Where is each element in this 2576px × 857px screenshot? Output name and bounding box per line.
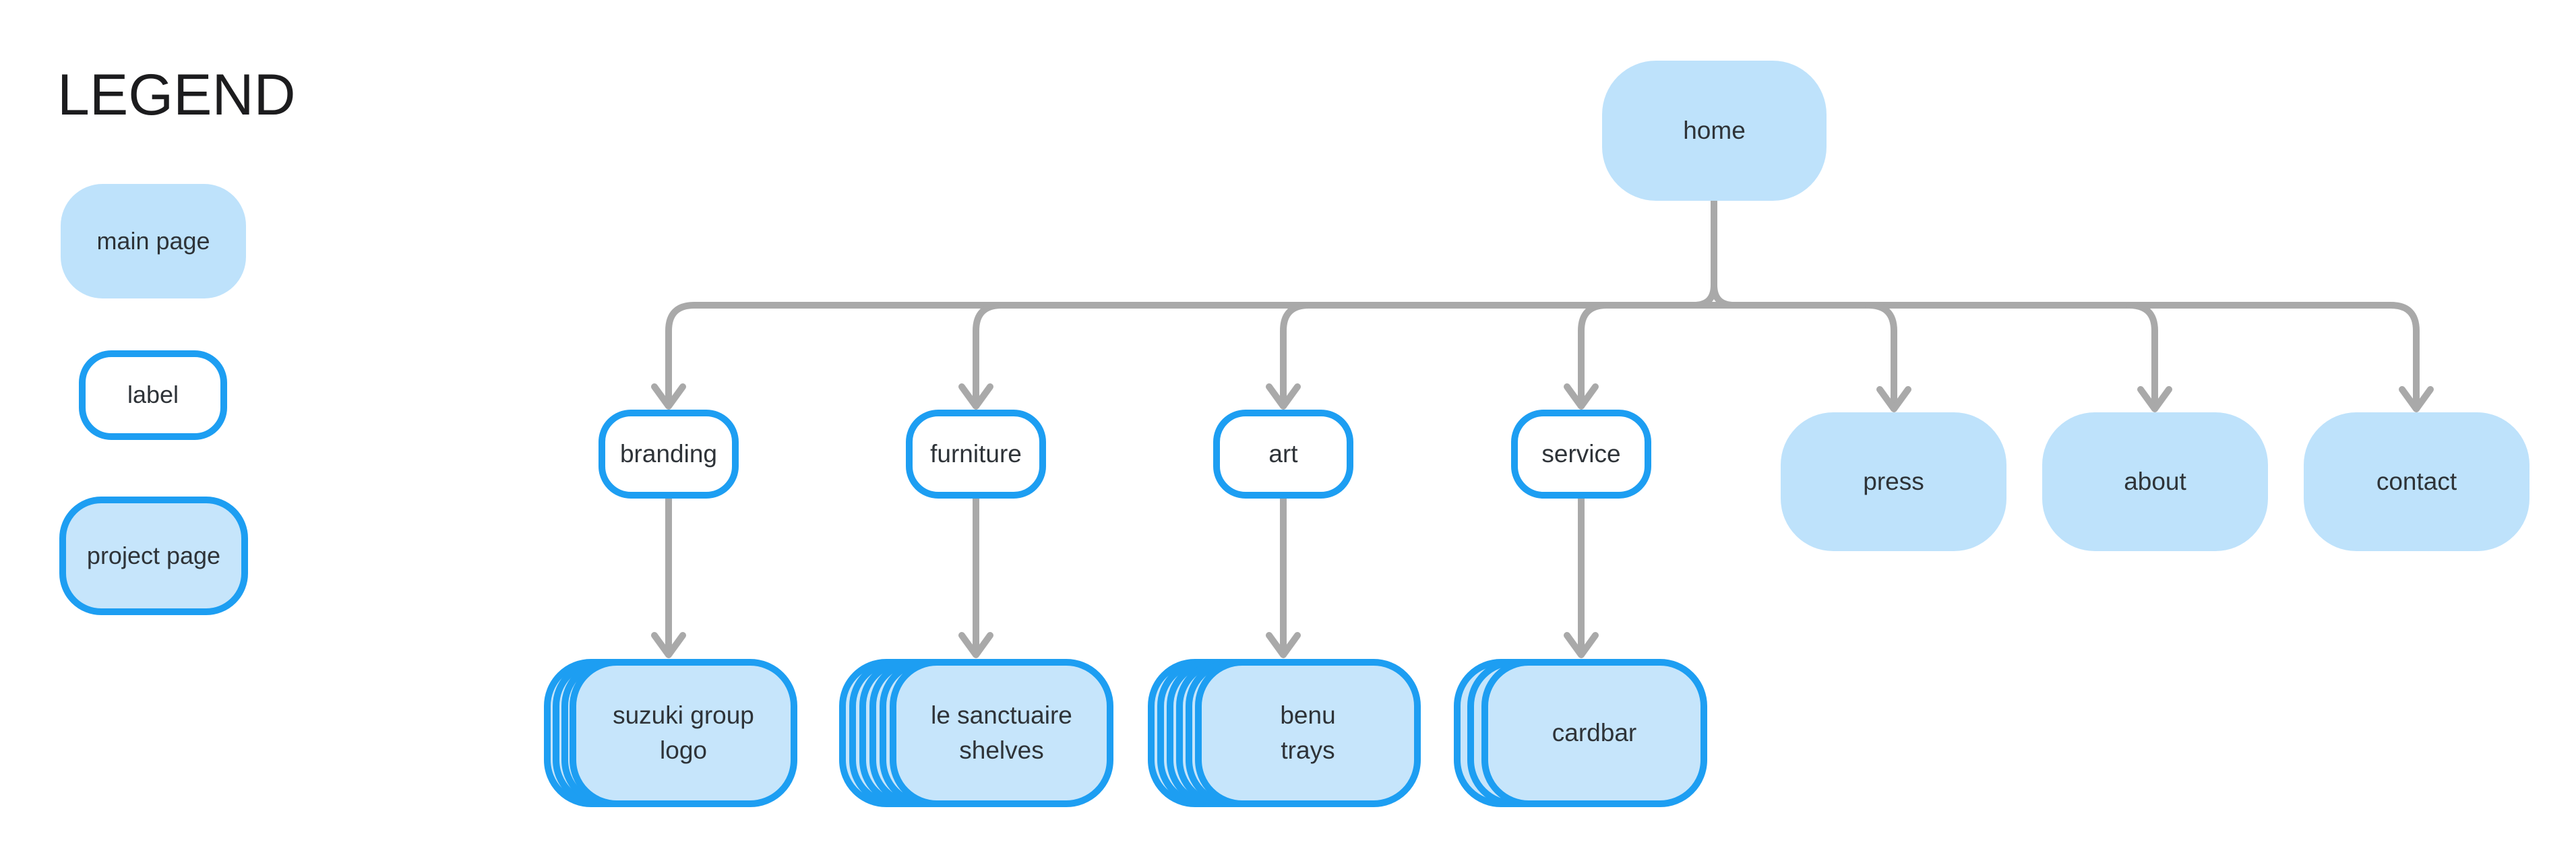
connector-home-stem (1690, 197, 1738, 309)
arrowhead-art (1266, 383, 1301, 410)
connector-drop-service (1578, 302, 1610, 409)
legend-main-page-label: main page (96, 226, 210, 255)
node-furniture[interactable]: furniture (906, 410, 1046, 499)
project-label-line: logo (660, 736, 707, 764)
node-press-label: press (1863, 468, 1924, 496)
node-service[interactable]: service (1511, 410, 1651, 499)
connector-trunk (665, 302, 2420, 412)
project-label-line: shelves (959, 736, 1044, 764)
arrowhead-service (1564, 383, 1599, 410)
project-card-suzuki-group-logo[interactable]: suzuki group logo (570, 659, 797, 807)
legend-project-page-label: project page (86, 541, 221, 569)
arrowhead-contact (2399, 386, 2434, 412)
node-furniture-label: furniture (930, 440, 1022, 468)
project-card-cardbar[interactable]: cardbar (1481, 659, 1707, 807)
legend-project-page-node: project page (59, 497, 248, 615)
project-card-le-sanctuaire-shelves[interactable]: le sanctuaire shelves (890, 659, 1113, 807)
legend-label-node: label (79, 350, 227, 440)
node-branding-label: branding (619, 440, 717, 468)
arrowhead-branding (651, 383, 686, 410)
connector-furniture-project (958, 495, 993, 658)
project-label-line: trays (1281, 736, 1335, 764)
project-stack-suzuki-group-logo[interactable]: suzuki group logo (544, 659, 797, 807)
project-stack-le-sanctuaire-shelves[interactable]: le sanctuaire shelves (839, 659, 1113, 807)
node-home-label: home (1683, 117, 1746, 145)
connector-service-project (1564, 495, 1599, 658)
connector-drop-art (1280, 302, 1312, 409)
connector-drop-press (1865, 302, 1897, 412)
project-card-benu-trays[interactable]: benu trays (1195, 659, 1421, 807)
node-about[interactable]: about (2042, 412, 2268, 551)
legend-title: LEGEND (57, 63, 296, 127)
node-contact-label: contact (2376, 468, 2457, 496)
node-art-label: art (1268, 440, 1298, 468)
node-art[interactable]: art (1213, 410, 1353, 499)
node-contact[interactable]: contact (2304, 412, 2529, 551)
node-service-label: service (1541, 440, 1621, 468)
connector-drop-furniture (973, 302, 1005, 409)
arrowhead-about (2137, 386, 2172, 412)
arrowhead-press (1876, 386, 1911, 412)
node-press[interactable]: press (1781, 412, 2006, 551)
connector-branding-project (651, 495, 686, 658)
connector-art-project (1266, 495, 1301, 658)
project-stack-benu-trays[interactable]: benu trays (1148, 659, 1421, 807)
node-home[interactable]: home (1602, 61, 1827, 201)
node-branding[interactable]: branding (599, 410, 739, 499)
node-about-label: about (2124, 468, 2186, 496)
legend-label-label: label (127, 381, 179, 409)
project-label-line: cardbar (1552, 719, 1637, 747)
arrowhead-furniture (958, 383, 993, 410)
legend-main-page-node: main page (61, 184, 246, 298)
project-label-line: suzuki group (613, 701, 754, 730)
project-label-line: benu (1280, 701, 1336, 730)
project-label-line: le sanctuaire (931, 701, 1072, 730)
connector-drop-about (2126, 302, 2158, 412)
project-stack-cardbar[interactable]: cardbar (1454, 659, 1707, 807)
